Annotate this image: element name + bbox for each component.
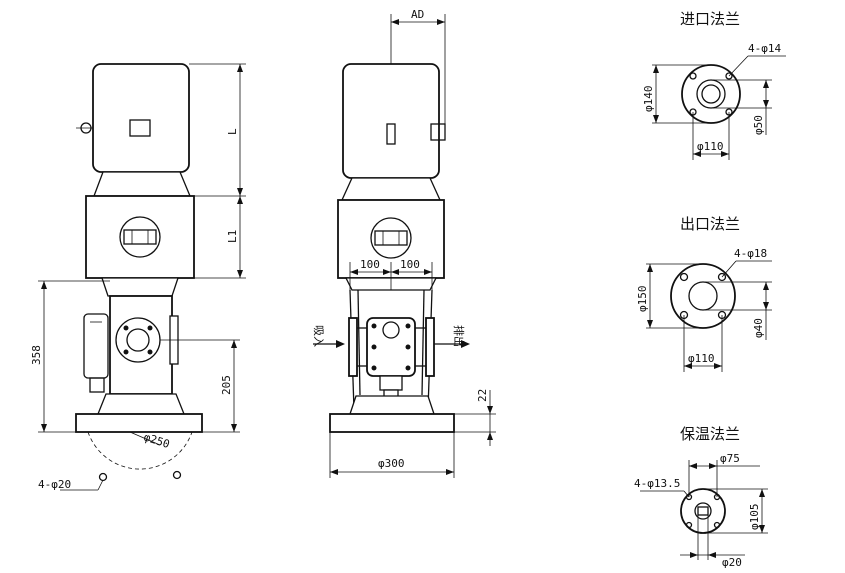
dim-phi300-label: φ300 [378,457,405,470]
outlet-flange-bore [688,281,718,311]
middle-terminal-slot [386,123,396,145]
heat-bore-dia-label: φ20 [722,556,742,569]
dim-22-label: 22 [476,389,489,402]
dim-AD-label: AD [411,8,424,21]
left-bolt-hole-1 [98,472,108,482]
outlet-bore-dia-label: φ40 [752,318,765,338]
left-relief-valve [83,313,109,379]
inlet-flange-bore [696,79,726,109]
inlet-holes-label: 4-φ14 [748,42,781,55]
left-holes-label: 4-φ20 [38,478,71,491]
outlet-holes-label: 4-φ18 [734,247,767,260]
dim-phi250-label: φ250 [142,430,171,451]
inlet-flange-view: 进口法兰 4-φ14 φ140 φ50 φ110 [642,10,786,160]
middle-terminal-box [430,123,446,141]
middle-pump-view: AD 100 100 吸入 排出 22 φ300 [312,8,496,478]
left-bolt-circle [87,431,193,470]
left-window [119,216,161,258]
heat-holes-label: 4-φ13.5 [634,477,680,490]
heat-flange-view: 保温法兰 4-φ13.5 φ75 φ105 φ20 [634,425,768,569]
dim-100-right-label: 100 [400,258,420,271]
outlet-label: 排出 [452,325,466,347]
heat-flange-title: 保温法兰 [680,425,740,443]
middle-inlet-flange [348,317,358,377]
outlet-flange-title: 出口法兰 [680,215,740,233]
dim-205-label: 205 [220,375,233,395]
inlet-pitch-dia-label: φ110 [697,140,724,153]
middle-motor [342,63,440,179]
left-terminal-box [129,119,151,137]
left-pump-view: L L1 358 205 φ250 4-φ20 [30,63,246,491]
dim-100-left-label: 100 [360,258,380,271]
dim-L1-label: L1 [226,230,239,243]
dim-358-label: 358 [30,345,43,365]
inlet-label: 吸入 [312,325,325,347]
inlet-bore-dia-label: φ50 [752,115,765,135]
middle-base [329,413,455,433]
outlet-pitch-dia-label: φ110 [688,352,715,365]
left-adapter [93,171,191,197]
left-bracket [85,195,195,279]
dim-L-label: L [226,128,239,135]
inlet-flange-title: 进口法兰 [680,10,740,28]
left-base [75,413,203,433]
left-bolt-hole-2 [172,470,182,480]
left-motor [92,63,190,173]
outlet-outer-dia-label: φ150 [636,286,649,313]
heat-flange-bore [694,502,712,520]
inlet-outer-dia-label: φ140 [642,86,655,113]
heat-pitch-dia-label: φ75 [720,452,740,465]
left-pump-body [109,295,173,395]
outlet-flange-view: 出口法兰 4-φ18 φ150 φ40 φ110 [636,215,772,372]
heat-outer-dia-label: φ105 [748,504,761,531]
middle-outlet-flange [425,317,435,377]
